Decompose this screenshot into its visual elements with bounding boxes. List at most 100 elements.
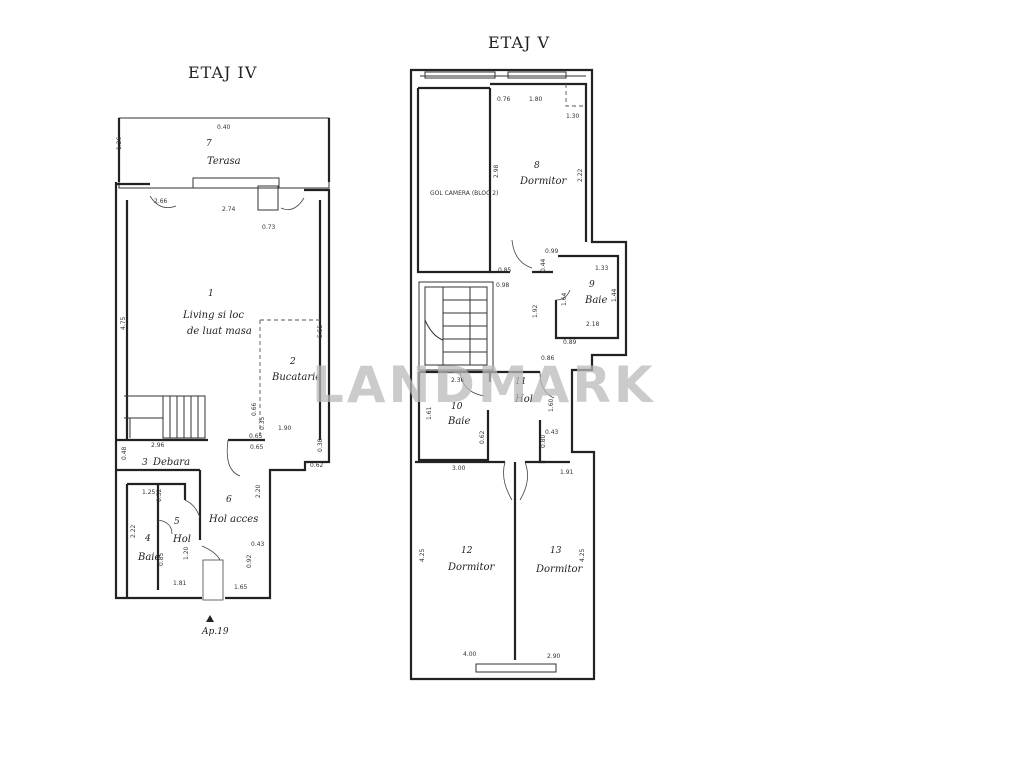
wall-east bbox=[116, 182, 331, 600]
room-name-baie-9: Baie bbox=[584, 295, 608, 306]
room-num-2: 2 bbox=[289, 357, 296, 367]
room-name-living-2: de luat masa bbox=[187, 326, 252, 337]
svg-text:0.65: 0.65 bbox=[250, 444, 264, 451]
svg-text:0.44: 0.44 bbox=[540, 258, 547, 272]
svg-text:0.62: 0.62 bbox=[310, 462, 324, 469]
room-name-dormitor-8: Dormitor bbox=[519, 176, 568, 187]
room-name-terasa: Terasa bbox=[207, 156, 241, 167]
svg-text:4.25: 4.25 bbox=[419, 548, 426, 562]
room-num-3: 3 bbox=[142, 458, 148, 468]
svg-text:2.36: 2.36 bbox=[451, 377, 465, 384]
entrance-arrow-icon bbox=[206, 615, 214, 622]
svg-text:2.90: 2.90 bbox=[547, 653, 561, 660]
svg-text:0.89: 0.89 bbox=[563, 339, 577, 346]
room-num-11: 11 bbox=[515, 377, 526, 387]
void-room bbox=[416, 86, 492, 274]
room-num-7: 7 bbox=[206, 139, 212, 149]
svg-text:0.65: 0.65 bbox=[249, 433, 263, 440]
svg-text:4.25: 4.25 bbox=[579, 548, 586, 562]
svg-text:0.40: 0.40 bbox=[217, 124, 231, 131]
window bbox=[424, 71, 496, 79]
svg-text:5.55: 5.55 bbox=[317, 324, 324, 338]
svg-text:1.20: 1.20 bbox=[183, 546, 190, 560]
svg-text:1.44: 1.44 bbox=[611, 288, 618, 302]
svg-text:4.00: 4.00 bbox=[463, 651, 477, 658]
svg-text:1.33: 1.33 bbox=[595, 265, 609, 272]
svg-text:1.90: 1.90 bbox=[278, 425, 292, 432]
room-num-4: 4 bbox=[144, 534, 151, 544]
svg-text:1.80: 1.80 bbox=[529, 96, 543, 103]
room-num-8: 8 bbox=[534, 161, 540, 171]
svg-text:2.74: 2.74 bbox=[222, 206, 236, 213]
svg-text:0.85: 0.85 bbox=[158, 552, 165, 566]
svg-text:1.25: 1.25 bbox=[142, 489, 156, 496]
dimensions-etaj-v: 0.76 1.80 1.30 2.98 2.22 0.85 0.98 0.99 … bbox=[419, 96, 618, 660]
room-name-hol: Hol bbox=[172, 534, 191, 545]
outer-wall-etaj-v bbox=[409, 68, 628, 681]
floor-etaj-v: ETAJ V bbox=[409, 33, 628, 681]
room-num-5: 5 bbox=[174, 517, 180, 527]
svg-text:0.86: 0.86 bbox=[541, 355, 555, 362]
svg-text:0.80: 0.80 bbox=[540, 434, 547, 448]
svg-text:2.22: 2.22 bbox=[577, 168, 584, 182]
landmark-watermark: LANDMARK bbox=[312, 356, 656, 414]
svg-text:1.30: 1.30 bbox=[566, 113, 580, 120]
svg-text:0.99: 0.99 bbox=[545, 248, 559, 255]
svg-text:0.38: 0.38 bbox=[317, 438, 324, 452]
entrance-label: Ap.19 bbox=[201, 627, 229, 637]
svg-text:1.91: 1.91 bbox=[560, 469, 574, 476]
floor-title-etaj-iv: ETAJ IV bbox=[188, 63, 257, 82]
svg-text:0.73: 0.73 bbox=[262, 224, 276, 231]
svg-text:1.92: 1.92 bbox=[532, 304, 539, 318]
kitchen-boundary bbox=[259, 319, 320, 440]
svg-text:0.98: 0.98 bbox=[496, 282, 510, 289]
sliding-door bbox=[192, 177, 280, 189]
room-num-13: 13 bbox=[550, 546, 562, 556]
svg-text:0.43: 0.43 bbox=[251, 541, 265, 548]
room-name-hol-11: Hol bbox=[514, 394, 533, 405]
svg-text:1.64: 1.64 bbox=[561, 292, 568, 306]
room-name-debara: Debara bbox=[152, 457, 190, 468]
svg-text:0.62: 0.62 bbox=[479, 430, 486, 444]
svg-text:2.18: 2.18 bbox=[586, 321, 600, 328]
room-name-bucatarie: Bucatarie bbox=[271, 372, 321, 383]
room-name-dormitor-12: Dormitor bbox=[447, 562, 496, 573]
svg-text:2.66: 2.66 bbox=[154, 198, 168, 205]
floor-title-etaj-v: ETAJ V bbox=[488, 33, 550, 52]
floor-etaj-iv: ETAJ IV bbox=[114, 63, 331, 637]
svg-text:2.20: 2.20 bbox=[255, 484, 262, 498]
void-room-note: GOL CAMERA (BLOC 2) bbox=[430, 190, 498, 197]
staircase bbox=[124, 395, 206, 439]
room-num-9: 9 bbox=[589, 280, 595, 290]
room-name-baie: Baie bbox=[137, 552, 161, 563]
svg-text:4.75: 4.75 bbox=[120, 316, 127, 330]
window bbox=[507, 71, 567, 79]
svg-text:0.66: 0.66 bbox=[251, 402, 258, 416]
svg-text:0.92: 0.92 bbox=[246, 554, 253, 568]
dimensions-etaj-iv: 0.40 1.26 2.66 2.74 0.73 4.75 5.55 0.65 … bbox=[116, 124, 324, 591]
room-name-dormitor-13: Dormitor bbox=[535, 564, 584, 575]
svg-text:1.61: 1.61 bbox=[426, 406, 433, 420]
svg-text:2.22: 2.22 bbox=[130, 524, 137, 538]
room-name-baie-10: Baie bbox=[447, 416, 471, 427]
svg-text:0.85: 0.85 bbox=[498, 267, 512, 274]
svg-text:2.98: 2.98 bbox=[493, 164, 500, 178]
room-name-hol-acces: Hol acces bbox=[208, 514, 258, 525]
room-num-12: 12 bbox=[461, 546, 473, 556]
svg-text:0.35: 0.35 bbox=[259, 416, 266, 430]
window bbox=[475, 663, 557, 673]
svg-text:1.60: 1.60 bbox=[548, 398, 555, 412]
room-num-1: 1 bbox=[208, 289, 214, 299]
room-num-10: 10 bbox=[451, 402, 463, 412]
room-name-living: Living si loc bbox=[182, 310, 244, 321]
staircase-etaj-v bbox=[418, 281, 494, 371]
wall-west bbox=[114, 182, 137, 600]
svg-text:0.48: 0.48 bbox=[121, 446, 128, 460]
svg-text:3.00: 3.00 bbox=[452, 465, 466, 472]
svg-text:1.81: 1.81 bbox=[173, 580, 187, 587]
svg-text:1.65: 1.65 bbox=[234, 584, 248, 591]
room-num-6: 6 bbox=[226, 495, 232, 505]
svg-text:2.96: 2.96 bbox=[151, 442, 165, 449]
svg-text:0.43: 0.43 bbox=[545, 429, 559, 436]
